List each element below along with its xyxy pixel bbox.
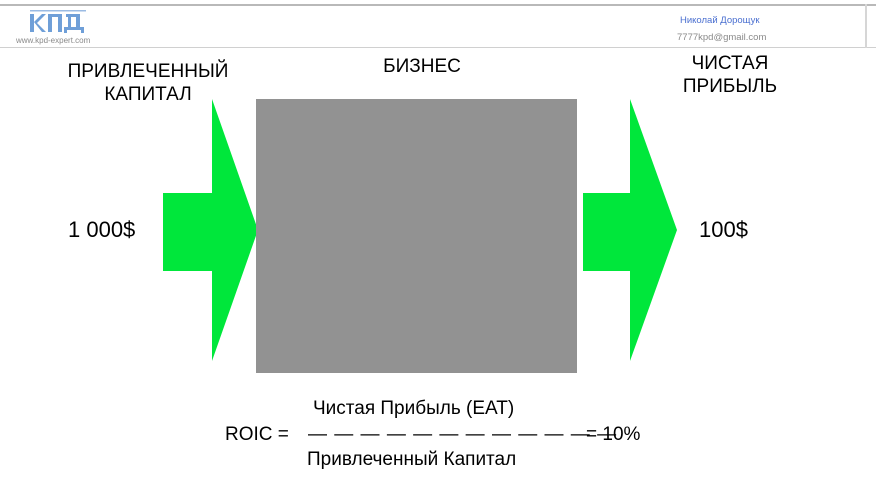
formula-denominator: Привлеченный Капитал <box>307 449 517 470</box>
business-box <box>256 99 577 373</box>
output-value: 100$ <box>699 217 748 242</box>
header-corner-divider <box>865 4 867 48</box>
kpd-logo-icon <box>30 10 86 33</box>
author-name: Николай Дорощук <box>680 15 760 26</box>
formula-numerator: Чистая Прибыль (EAT) <box>313 398 515 419</box>
site-url: www.kpd-expert.com <box>16 36 91 45</box>
header-divider <box>0 47 876 48</box>
top-divider <box>0 4 876 6</box>
formula-fraction-bar: — — — — — — — — — — — — <box>308 424 618 445</box>
formula-result: = 10% <box>586 424 641 445</box>
input-value: 1 000$ <box>68 217 136 242</box>
input-arrow-icon <box>163 99 258 361</box>
output-arrow-icon <box>583 99 677 361</box>
formula-lhs: ROIC = <box>225 424 289 445</box>
center-label: БИЗНЕС <box>383 56 461 77</box>
output-label: ЧИСТАЯ ПРИБЫЛЬ <box>682 53 778 97</box>
author-email: 7777kpd@gmail.com <box>677 32 767 43</box>
input-label: ПРИВЛЕЧЕННЫЙ КАПИТАЛ <box>67 61 229 105</box>
